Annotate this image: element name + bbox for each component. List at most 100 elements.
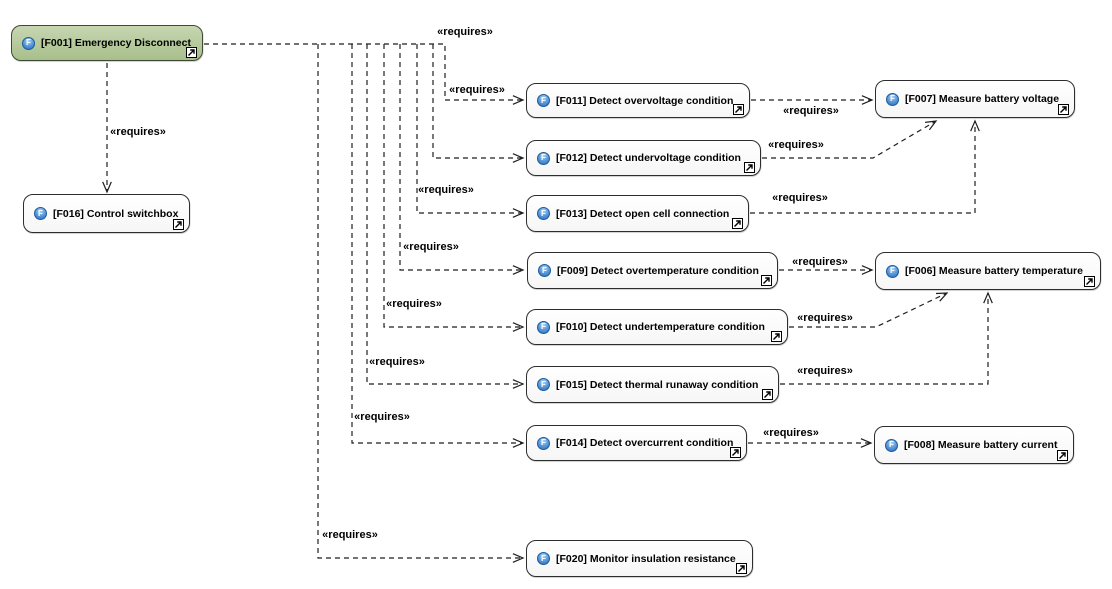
function-node-F007[interactable]: F [F007] Measure battery voltage	[875, 80, 1075, 118]
function-node-label: [F020] Monitor insulation resistance	[556, 552, 736, 565]
function-node-label: [F014] Detect overcurrent condition	[556, 437, 734, 449]
function-node-label: [F013] Detect open cell connection	[556, 207, 730, 220]
requires-edge-F001-F016[interactable]	[102, 63, 112, 194]
requires-edge-F001-F013[interactable]	[416, 44, 525, 218]
requires-edge-F014-F008[interactable]	[748, 438, 873, 448]
requires-edge-F009-F006[interactable]	[779, 265, 874, 275]
function-icon: F	[537, 378, 550, 391]
open-arrowhead	[860, 438, 873, 448]
open-arrowhead	[512, 322, 525, 332]
open-diagram-arrow-icon[interactable]	[1084, 276, 1095, 287]
requires-edge-F011-F007[interactable]	[751, 95, 874, 105]
function-icon: F	[537, 320, 550, 334]
function-node-F015[interactable]: F [F015] Detect thermal runaway condition	[526, 366, 779, 403]
function-icon: F	[886, 92, 899, 106]
requires-stereotype-label: «requires»	[783, 105, 839, 117]
function-node-label: [F011] Detect overvoltage condition	[556, 94, 734, 107]
open-arrowhead	[102, 181, 112, 194]
open-diagram-arrow-icon[interactable]	[762, 389, 773, 400]
function-icon: F	[34, 207, 47, 220]
function-node-F016[interactable]: F [F016] Control switchbox	[23, 194, 190, 233]
requires-stereotype-label: «requires»	[797, 312, 853, 324]
requires-edge-F013-F007[interactable]	[750, 119, 980, 214]
open-arrowhead	[925, 120, 938, 131]
requires-edge-F015-F006[interactable]	[780, 291, 993, 385]
open-diagram-arrow-icon[interactable]	[744, 162, 755, 173]
function-node-F014[interactable]: F [F014] Detect overcurrent condition	[526, 425, 747, 461]
function-node-F013[interactable]: F [F013] Detect open cell connection	[526, 195, 749, 232]
open-diagram-arrow-icon[interactable]	[732, 218, 743, 229]
open-arrowhead	[512, 208, 525, 218]
requires-stereotype-label: «requires»	[386, 298, 442, 310]
function-icon: F	[885, 438, 898, 452]
requires-stereotype-label: «requires»	[110, 126, 166, 138]
requires-stereotype-label: «requires»	[763, 427, 819, 439]
function-node-label: [F010] Detect undertemperature condition	[556, 321, 765, 333]
open-arrowhead	[861, 95, 874, 105]
function-icon: F	[537, 207, 550, 220]
requires-stereotype-label: «requires»	[768, 139, 824, 151]
function-icon: F	[537, 552, 550, 565]
open-arrowhead	[512, 153, 525, 163]
requires-edge-F001-F010[interactable]	[383, 44, 525, 332]
open-diagram-arrow-icon[interactable]	[186, 47, 197, 58]
open-arrowhead	[512, 265, 525, 275]
function-icon: F	[22, 36, 35, 50]
requires-stereotype-label: «requires»	[792, 256, 848, 268]
open-diagram-arrow-icon[interactable]	[1057, 450, 1068, 461]
function-node-label: [F006] Measure battery temperature	[905, 265, 1083, 277]
requires-stereotype-label: «requires»	[403, 241, 459, 253]
open-diagram-arrow-icon[interactable]	[730, 447, 741, 458]
function-node-label: [F016] Control switchbox	[53, 207, 179, 220]
requires-edge-F001-F009[interactable]	[399, 44, 525, 275]
requires-edge-F001-F012[interactable]	[432, 44, 525, 163]
open-arrowhead	[512, 438, 525, 448]
function-node-F001[interactable]: F [F001] Emergency Disconnect	[11, 25, 203, 61]
open-diagram-arrow-icon[interactable]	[733, 104, 744, 115]
open-diagram-arrow-icon[interactable]	[736, 563, 747, 574]
function-node-F020[interactable]: F [F020] Monitor insulation resistance	[526, 540, 753, 577]
open-diagram-arrow-icon[interactable]	[1058, 104, 1069, 115]
function-node-label: [F001] Emergency Disconnect	[41, 37, 191, 49]
function-node-F006[interactable]: F [F006] Measure battery temperature	[875, 252, 1101, 290]
function-node-label: [F007] Measure battery voltage	[905, 93, 1060, 105]
function-node-label: [F009] Detect overtemperature condition	[557, 264, 759, 277]
function-node-label: [F008] Measure battery current	[904, 439, 1058, 451]
requires-edge-F012-F007[interactable]	[762, 120, 938, 159]
open-arrowhead	[970, 119, 980, 132]
open-arrowhead	[512, 553, 525, 563]
requires-stereotype-label: «requires»	[354, 411, 410, 423]
open-arrowhead	[935, 292, 949, 302]
requires-stereotype-label: «requires»	[449, 84, 505, 96]
function-node-F012[interactable]: F [F012] Detect undervoltage condition	[526, 140, 761, 176]
requires-stereotype-label: «requires»	[797, 365, 853, 377]
function-node-F009[interactable]: F [F009] Detect overtemperature condition	[527, 252, 778, 289]
requires-stereotype-label: «requires»	[322, 529, 378, 541]
function-node-F010[interactable]: F [F010] Detect undertemperature conditio…	[526, 309, 788, 345]
requires-edge-F001-F011[interactable]	[204, 43, 525, 105]
open-arrowhead	[983, 291, 993, 304]
requires-edge-F010-F006[interactable]	[789, 292, 949, 328]
function-icon: F	[886, 264, 899, 278]
requires-stereotype-label: «requires»	[437, 26, 493, 38]
function-icon: F	[537, 94, 550, 107]
requires-stereotype-label: «requires»	[369, 356, 425, 368]
open-diagram-arrow-icon[interactable]	[771, 331, 782, 342]
requires-stereotype-label: «requires»	[772, 192, 828, 204]
function-node-F011[interactable]: F [F011] Detect overvoltage condition	[526, 83, 750, 118]
function-icon: F	[537, 151, 550, 165]
function-node-label: [F012] Detect undervoltage condition	[556, 152, 741, 164]
function-node-label: [F015] Detect thermal runaway condition	[556, 378, 759, 391]
function-node-F008[interactable]: F [F008] Measure battery current	[874, 426, 1074, 464]
function-icon: F	[538, 264, 551, 277]
function-icon: F	[537, 436, 550, 450]
open-diagram-arrow-icon[interactable]	[173, 219, 184, 230]
open-diagram-arrow-icon[interactable]	[761, 275, 772, 286]
requires-edge-F001-F020[interactable]	[317, 44, 525, 563]
requires-edge-F001-F014[interactable]	[351, 44, 525, 448]
requires-stereotype-label: «requires»	[418, 184, 474, 196]
open-arrowhead	[512, 95, 525, 105]
requires-edge-F001-F015[interactable]	[366, 44, 525, 389]
